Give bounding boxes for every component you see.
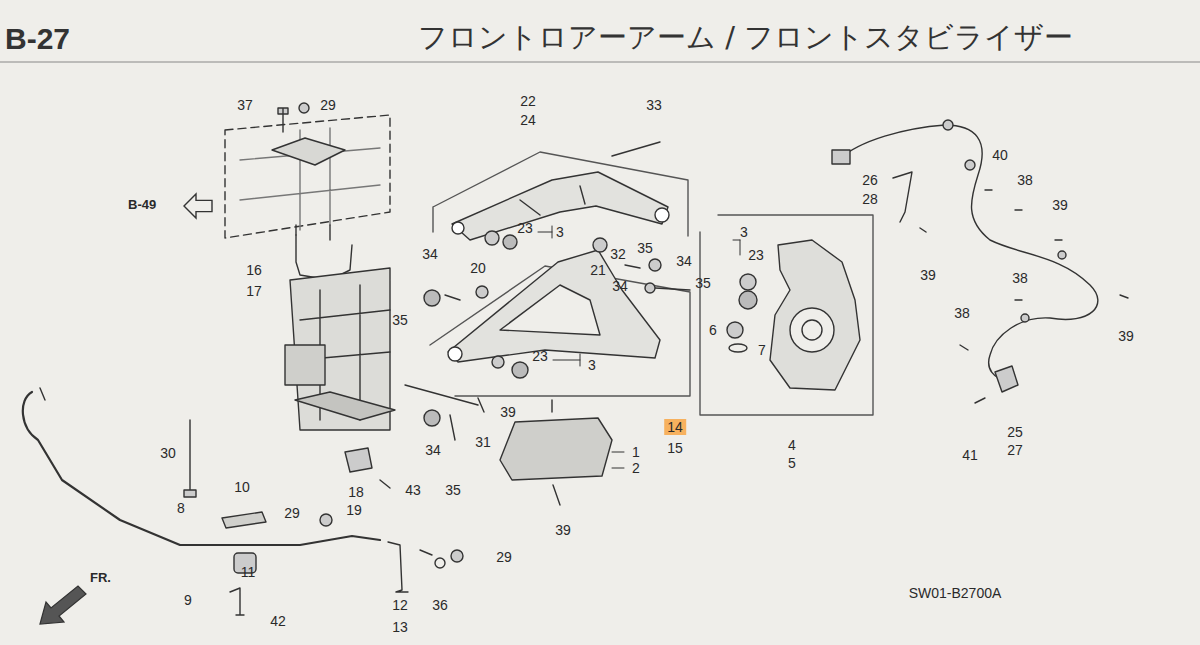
callout-number: 35 bbox=[636, 240, 654, 256]
callout-number: 34 bbox=[424, 442, 442, 458]
callout-number: 9 bbox=[183, 592, 193, 608]
callout-number: 30 bbox=[159, 445, 177, 461]
callout-number: 14 bbox=[664, 419, 686, 435]
callout-number: 39 bbox=[1051, 197, 1069, 213]
callout-number: 19 bbox=[345, 502, 363, 518]
callout-number: 8 bbox=[176, 500, 186, 516]
callout-number: 25 bbox=[1006, 424, 1024, 440]
callout-number: 24 bbox=[519, 112, 537, 128]
callout-number: 12 bbox=[391, 597, 409, 613]
callout-number: 32 bbox=[609, 246, 627, 262]
callout-number: SW01-B2700A bbox=[908, 585, 1003, 601]
callout-number: 35 bbox=[444, 482, 462, 498]
arrow-outline bbox=[40, 586, 86, 624]
callout-number: 39 bbox=[1117, 328, 1135, 344]
callout-number: 35 bbox=[694, 275, 712, 291]
callout-number: 17 bbox=[245, 283, 263, 299]
callout-number: 4 bbox=[787, 437, 797, 453]
callout-number: 38 bbox=[1016, 172, 1034, 188]
callout-number: 38 bbox=[1011, 270, 1029, 286]
callout-number: 23 bbox=[531, 348, 549, 364]
callout-number: 13 bbox=[391, 619, 409, 635]
callout-number: 28 bbox=[861, 191, 879, 207]
page-title: フロントロアーアーム / フロントスタビライザー bbox=[418, 20, 1073, 54]
callout-number: 34 bbox=[421, 246, 439, 262]
arrow-label: B-49 bbox=[128, 197, 156, 213]
callout-number: 5 bbox=[787, 455, 797, 471]
page-number: B-27 bbox=[4, 22, 71, 56]
arrow-outline bbox=[184, 194, 212, 218]
callout-number: 43 bbox=[404, 482, 422, 498]
callout-number: 39 bbox=[919, 267, 937, 283]
callout-number: 29 bbox=[283, 505, 301, 521]
callout-number: 15 bbox=[666, 440, 684, 456]
callout-number: 3 bbox=[555, 224, 565, 240]
callout-number: 34 bbox=[611, 278, 629, 294]
callout-number: 16 bbox=[245, 262, 263, 278]
callout-number: 3 bbox=[739, 224, 749, 240]
callout-number: 42 bbox=[269, 613, 287, 629]
subframe-outline bbox=[225, 115, 390, 238]
callout-number: 22 bbox=[519, 93, 537, 109]
callout-number: 10 bbox=[233, 479, 251, 495]
callout-number: 35 bbox=[391, 312, 409, 328]
callout-number: 23 bbox=[516, 220, 534, 236]
callout-number: 21 bbox=[589, 262, 607, 278]
callout-number: 31 bbox=[474, 434, 492, 450]
callout-number: 2 bbox=[631, 460, 641, 476]
callout-number: 33 bbox=[645, 97, 663, 113]
callout-number: 1 bbox=[631, 444, 641, 460]
callout-number: 27 bbox=[1006, 442, 1024, 458]
callout-number: 26 bbox=[861, 172, 879, 188]
callout-number: 7 bbox=[757, 342, 767, 358]
callout-number: 39 bbox=[554, 522, 572, 538]
arrow-label: FR. bbox=[90, 570, 111, 586]
direction-arrow: B-49 bbox=[128, 192, 214, 220]
callout-number: 3 bbox=[587, 357, 597, 373]
callout-number: 38 bbox=[953, 305, 971, 321]
callout-number: 23 bbox=[747, 247, 765, 263]
callout-number: 29 bbox=[495, 549, 513, 565]
callout-number: 34 bbox=[675, 253, 693, 269]
callout-number: 39 bbox=[499, 404, 517, 420]
callout-number: 36 bbox=[431, 597, 449, 613]
callout-number: 6 bbox=[708, 322, 718, 338]
callout-number: 20 bbox=[469, 260, 487, 276]
callout-number: 41 bbox=[961, 447, 979, 463]
callout-number: 40 bbox=[991, 147, 1009, 163]
callout-number: 37 bbox=[236, 97, 254, 113]
callout-number: 11 bbox=[240, 564, 257, 580]
callout-number: 18 bbox=[347, 484, 365, 500]
direction-arrow: FR. bbox=[36, 568, 122, 628]
callout-number: 29 bbox=[319, 97, 337, 113]
